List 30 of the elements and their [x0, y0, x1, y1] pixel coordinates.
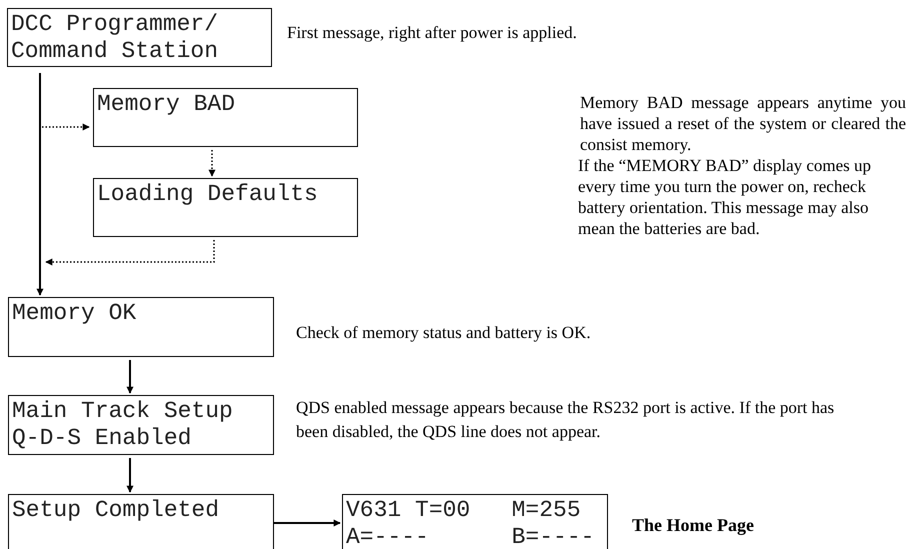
display-text: Loading Defaults: [97, 181, 319, 208]
display-text: DCC Programmer/: [11, 11, 220, 38]
lcd-display: [8, 395, 274, 455]
lcd-display: [93, 178, 358, 237]
description-text: Check of memory status and battery is OK.: [296, 322, 592, 344]
lcd-display: [8, 494, 274, 549]
display-text: Memory OK: [12, 300, 138, 327]
description-text: Memory BAD message appears anytime you have issued a reset of the system or cleared the consist memory.: [580, 92, 906, 155]
lcd-display: [7, 8, 272, 67]
display-text: Main Track Setup: [12, 398, 234, 425]
arrow: [274, 520, 341, 526]
display-text: Q-D-S Enabled: [12, 425, 192, 452]
description-text: First message, right after power is applied.: [287, 22, 578, 44]
arrow: [36, 73, 44, 296]
arrow: [39, 73, 90, 130]
display-text: Setup Completed: [12, 497, 220, 524]
lcd-display: [342, 494, 608, 549]
display-text: Command Station: [11, 38, 220, 65]
lcd-display: [93, 88, 358, 147]
arrow: [126, 458, 134, 493]
description-text: If the “MEMORY BAD” display comes up every time you turn the power on, recheck battery orientation. This message may also mean the batteries are bad.: [578, 155, 872, 239]
arrow: [126, 360, 134, 394]
display-text: A=---- B=----: [346, 524, 596, 549]
description-text: QDS enabled message appears because the RS232 port is active. If the port has been disabled, the QDS line does not appear.: [296, 397, 836, 443]
display-text: V631 T=00 M=255: [346, 497, 582, 524]
arrow: [208, 150, 216, 177]
display-text: Memory BAD: [97, 91, 236, 118]
description-text: The Home Page: [632, 514, 755, 537]
lcd-display: [8, 297, 274, 357]
arrow: [45, 240, 215, 266]
